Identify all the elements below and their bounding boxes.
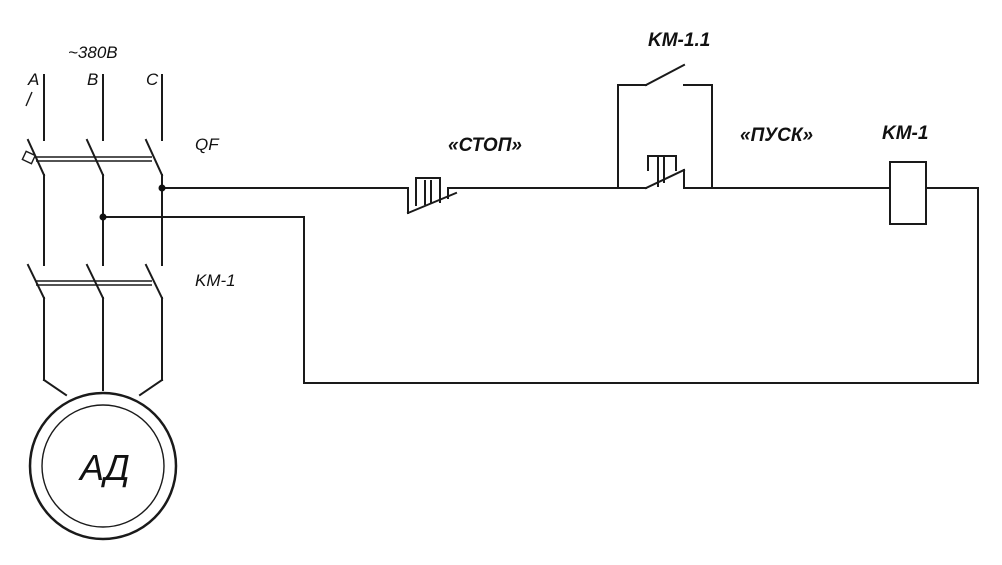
breaker-label: QF	[195, 135, 220, 154]
motor	[28, 391, 178, 541]
control-wire-return	[102, 216, 979, 384]
start-button	[617, 155, 686, 190]
motor-label: АД	[78, 447, 130, 488]
phase-b-label: B	[87, 70, 98, 89]
thermal-release-icon	[21, 150, 37, 165]
phase-c-label: C	[146, 70, 159, 89]
holding-contact-km1-1	[617, 63, 713, 189]
supply-voltage-label: ~380B	[68, 43, 118, 62]
contactor-main-label: KM-1	[195, 271, 236, 290]
breaker-qf	[21, 138, 164, 266]
junction-dot-b	[99, 213, 107, 221]
supply-lines	[25, 74, 163, 141]
junction-dot-c	[158, 184, 166, 192]
phase-a-label: A	[27, 70, 39, 89]
stop-button-label: «СТОП»	[448, 135, 522, 156]
start-button-label: «ПУСК»	[740, 125, 813, 146]
contactor-km1-main	[26, 263, 164, 397]
control-wire-top	[161, 187, 979, 384]
coil-label: KM-1	[882, 123, 928, 144]
coil-km1	[889, 161, 927, 225]
holding-contact-label: KM-1.1	[648, 30, 710, 51]
stop-button	[406, 177, 458, 215]
